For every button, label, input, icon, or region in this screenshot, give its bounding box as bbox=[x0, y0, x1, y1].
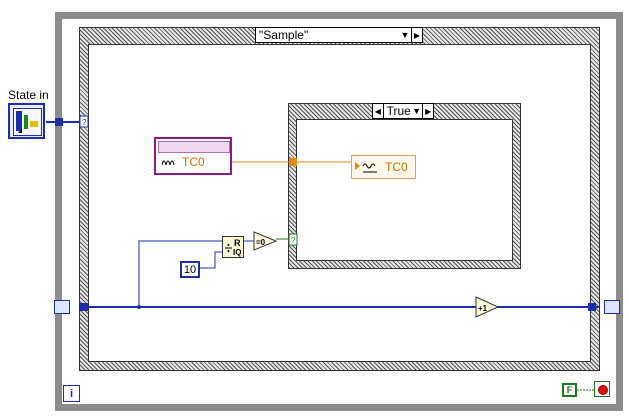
state-in-label: State in bbox=[8, 88, 49, 102]
tc0-indicator[interactable]: TC0 bbox=[351, 155, 416, 179]
increment-glyph: +1 bbox=[478, 304, 488, 313]
case-selector-terminal bbox=[79, 115, 89, 128]
tc0-control[interactable]: TC0 bbox=[154, 137, 232, 175]
inner-case-next-icon[interactable]: ▶ bbox=[422, 104, 433, 118]
shift-tunnel-left bbox=[80, 303, 88, 311]
shift-tunnel-right bbox=[588, 303, 596, 311]
stop-terminal[interactable] bbox=[594, 381, 610, 397]
numeric-constant[interactable]: 10 bbox=[180, 261, 200, 278]
increment-node bbox=[475, 296, 500, 318]
constant-wire bbox=[200, 251, 222, 269]
quotient-remainder-icon bbox=[225, 244, 232, 252]
case-selector-dropdown-icon[interactable]: ▼ bbox=[400, 30, 410, 40]
iteration-branch-wire bbox=[138, 240, 222, 307]
case-selector[interactable]: "Sample" ▼ ▶ bbox=[255, 27, 423, 43]
enum-icon bbox=[13, 108, 42, 136]
inner-case-selector[interactable]: ◀ True ▼ ▶ bbox=[372, 103, 434, 119]
tc0-control-header bbox=[158, 141, 230, 153]
shift-register-right[interactable] bbox=[604, 300, 620, 314]
state-in-control[interactable] bbox=[8, 103, 45, 139]
state-tunnel bbox=[55, 118, 63, 126]
equal-zero-node bbox=[253, 231, 278, 251]
inner-case-structure-diagram bbox=[296, 119, 513, 261]
inner-case-dropdown-icon[interactable]: ▼ bbox=[412, 106, 422, 116]
wire-junction bbox=[137, 305, 141, 309]
inner-case-prev-icon[interactable]: ◀ bbox=[373, 104, 384, 118]
tc0-indicator-label: TC0 bbox=[385, 160, 408, 174]
iteration-terminal[interactable]: i bbox=[63, 385, 80, 402]
inner-case-selector-label: True bbox=[386, 104, 411, 118]
tc0-tunnel bbox=[289, 158, 297, 166]
shift-register-left[interactable] bbox=[54, 300, 70, 314]
stop-icon bbox=[598, 385, 608, 395]
case-selector-next-icon[interactable]: ▶ bbox=[411, 28, 422, 42]
case-selector-label: "Sample" bbox=[259, 28, 309, 42]
inner-case-selector-terminal bbox=[288, 233, 298, 246]
waveform-icon bbox=[162, 160, 175, 166]
case-selector-terminal-glyph: ? bbox=[82, 118, 87, 127]
inner-case-selector-terminal-glyph: ? bbox=[291, 236, 296, 245]
quotient-bottom-label: IQ bbox=[233, 248, 242, 257]
quotient-remainder-node[interactable]: R IQ bbox=[222, 236, 244, 258]
equal-zero-glyph: =0 bbox=[256, 238, 266, 247]
false-constant[interactable]: F bbox=[562, 383, 577, 397]
tc0-control-label: TC0 bbox=[182, 155, 205, 169]
waveform-chart-icon bbox=[355, 162, 377, 173]
quotient-top-label: R bbox=[234, 238, 241, 248]
